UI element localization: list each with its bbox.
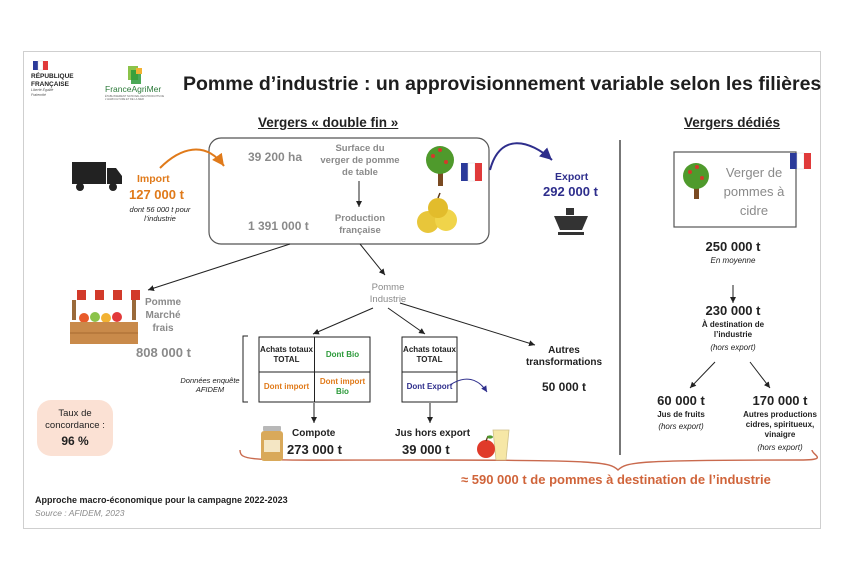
verger-cidre-label: Verger de pommes à cidre	[723, 165, 785, 218]
to-industrie-arrow	[359, 243, 386, 276]
double-fin-header: Vergers « double fin »	[258, 115, 399, 130]
dedies-industrie-note: (hors export)	[710, 343, 756, 352]
autres-transfo-value: 50 000 t	[542, 380, 587, 394]
dedies-moyenne-value: 250 000 t	[705, 239, 761, 254]
production-value: 1 391 000 t	[248, 219, 309, 233]
table2-dont-export: Dont Export	[406, 382, 453, 391]
table1-dont-import: Dont import	[263, 382, 310, 391]
dedies-arrow-autres	[749, 361, 771, 389]
table2-grid	[401, 336, 458, 403]
dedies-autres-label: Autres productions cidres, spiritueux, v…	[743, 410, 817, 439]
table1-import-part: Dont import	[319, 377, 366, 386]
juice-apple-icon	[477, 429, 510, 461]
compote-jar-icon	[261, 426, 283, 461]
table1-bio-part: Bio	[336, 387, 349, 396]
franceagrimer-subtext: ÉTABLISSEMENT NATIONAL DES PRODUITS DE L…	[105, 95, 165, 102]
to-autres-arrow	[399, 302, 536, 347]
to-marche-arrow	[147, 243, 291, 292]
table1-achats: Achats totaux TOTAL	[260, 344, 313, 364]
dedies-header: Vergers dédiés	[684, 115, 781, 130]
to-table2-arrow	[387, 307, 426, 335]
double-fin-box	[208, 137, 490, 245]
autres-transfo-label: Autres transformations	[525, 345, 603, 368]
concordance-value: 96 %	[61, 434, 89, 448]
footer-source: Source : AFIDEM, 2023	[35, 508, 125, 518]
yellow-apples-icon	[417, 192, 457, 233]
french-flag-icon	[461, 162, 482, 182]
dedies-industrie-label: À destination de l’industrie	[701, 320, 765, 339]
truck-icon	[72, 162, 122, 191]
dedies-arrow-jus	[689, 361, 716, 389]
export-value: 292 000 t	[543, 184, 598, 199]
dedies-jus-label: Jus de fruits	[657, 410, 705, 419]
industrie-label: Pomme Industrie	[369, 282, 407, 305]
republique-text: RÉPUBLIQUE FRANÇAISE	[31, 73, 74, 88]
dedies-industrie-value: 230 000 t	[705, 303, 761, 318]
table1-dont-bio: Dont Bio	[325, 349, 360, 359]
compote-value: 273 000 t	[287, 442, 342, 457]
ship-icon	[554, 208, 588, 235]
apple-tree-icon	[426, 146, 454, 186]
table2-export-arrow	[449, 378, 488, 393]
import-note: dont 56 000 t pour l’industrie	[129, 205, 191, 223]
dedies-jus-note: (hors export)	[658, 422, 704, 431]
cider-tree-icon	[683, 163, 709, 199]
dedies-moyenne-label: En moyenne	[710, 256, 756, 265]
page-title: Pomme d’industrie : un approvisionnement…	[183, 73, 822, 95]
dedies-autres-note: (hors export)	[757, 443, 803, 452]
market-stall-icon	[68, 290, 140, 344]
total-bracket	[239, 449, 818, 471]
enquete-bracket	[242, 335, 248, 403]
jus-export-label: Jus hors export	[395, 428, 471, 439]
table1-dont-import-bio: Dont import Bio	[315, 372, 370, 402]
import-arrow	[159, 148, 225, 169]
export-arrow	[489, 142, 553, 171]
dedies-jus-value: 60 000 t	[657, 393, 705, 408]
dedies-autres-value: 170 000 t	[752, 393, 808, 408]
republique-motto: Liberté Égalité Fraternité	[31, 88, 54, 97]
franceagrimer-logo	[128, 66, 142, 84]
surface-value: 39 200 ha	[248, 150, 303, 164]
marianne-logo	[33, 60, 48, 71]
import-label: Import	[137, 173, 170, 185]
surface-label: Surface du verger de pomme de table	[320, 143, 400, 178]
table2-achats: Achats totaux TOTAL	[403, 344, 456, 364]
total-industrie: ≈ 590 000 t de pommes à destination de l…	[461, 472, 771, 487]
export-label: Export	[555, 171, 589, 183]
to-table1-arrow	[312, 307, 374, 335]
footer-approche: Approche macro-économique pour la campag…	[35, 495, 288, 505]
concordance-box	[37, 400, 113, 456]
franceagrimer-text: FranceAgriMer	[105, 84, 162, 94]
marche-value: 808 000 t	[136, 345, 191, 360]
marche-label: Pomme Marché frais	[144, 297, 182, 334]
enquete-label: Données enquête AFIDEM	[180, 376, 240, 394]
compote-label: Compote	[292, 428, 336, 439]
french-flag-icon-2	[790, 152, 811, 170]
slide-frame	[23, 51, 821, 529]
import-value: 127 000 t	[129, 187, 184, 202]
concordance-label: Taux de concordance :	[45, 408, 105, 431]
production-label: Production française	[334, 213, 386, 236]
jus-export-value: 39 000 t	[402, 442, 450, 457]
